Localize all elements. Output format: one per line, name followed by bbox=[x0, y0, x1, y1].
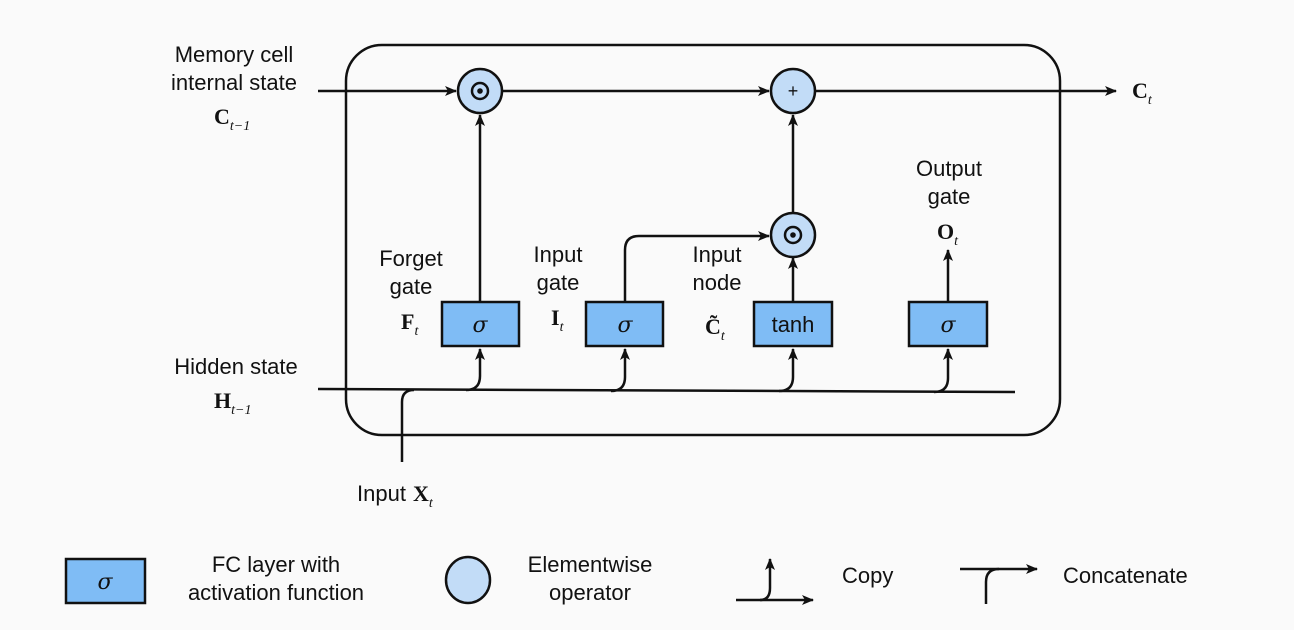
lstm-cell-frame bbox=[344, 43, 1062, 437]
hidden-state-label: Hidden state Ht−1 bbox=[174, 354, 298, 418]
input-multiply-operator bbox=[769, 211, 817, 259]
input-gate-fc: σ bbox=[584, 300, 665, 348]
input-gate-label: Input gate It bbox=[534, 242, 583, 335]
input-node-label: Input node C̃t bbox=[693, 242, 742, 344]
concatenate-branch-icon bbox=[984, 567, 1000, 604]
legend: σ FC layer with activation function Elem… bbox=[64, 552, 1188, 605]
fc-box-icon bbox=[64, 557, 147, 605]
legend-concat: Concatenate bbox=[960, 563, 1188, 604]
forget-gate-label: Forget gate Ft bbox=[379, 246, 443, 339]
label-line: Forget bbox=[379, 246, 443, 271]
hadamard-dot bbox=[790, 232, 796, 238]
copy-to-forget bbox=[465, 348, 485, 392]
fc-box bbox=[584, 300, 665, 348]
copy-to-input-node bbox=[778, 348, 798, 393]
copy-to-output bbox=[933, 348, 953, 394]
copy-branch-icon bbox=[759, 558, 775, 602]
legend-text: Concatenate bbox=[1063, 563, 1188, 588]
label-line: Input bbox=[534, 242, 583, 267]
legend-fc: σ FC layer with activation function bbox=[64, 552, 364, 605]
fc-box bbox=[752, 300, 834, 348]
hadamard-dot bbox=[477, 88, 483, 94]
fc-box bbox=[907, 300, 989, 348]
label-line: internal state bbox=[171, 70, 297, 95]
input-node-fc: tanh bbox=[752, 300, 834, 348]
symbol-o: Ot bbox=[937, 219, 959, 249]
symbol-c-t: Ct bbox=[1132, 78, 1153, 108]
operator-circle-icon bbox=[444, 555, 492, 605]
label-line: gate bbox=[390, 274, 433, 299]
symbol-h-prev: Ht−1 bbox=[214, 388, 251, 418]
legend-text: FC layer with bbox=[212, 552, 340, 577]
copy-to-input bbox=[610, 348, 630, 393]
input-concat-line bbox=[400, 388, 415, 462]
label-line: Output bbox=[916, 156, 982, 181]
sigma-icon: σ bbox=[940, 313, 956, 338]
output-label: Ct bbox=[1132, 78, 1153, 108]
legend-copy: Copy bbox=[736, 558, 893, 605]
forget-gate-fc: σ bbox=[440, 300, 521, 348]
tanh-label: tanh bbox=[772, 312, 815, 337]
hadamard-icon bbox=[783, 225, 803, 245]
plus-icon: + bbox=[788, 81, 799, 101]
label-line: Input bbox=[693, 242, 742, 267]
forget-multiply-operator bbox=[456, 67, 504, 115]
operator-circle bbox=[769, 67, 817, 115]
symbol-c-prev: Ct−1 bbox=[214, 104, 250, 134]
label-line: Memory cell bbox=[175, 42, 294, 67]
legend-text: Copy bbox=[842, 563, 893, 588]
hadamard-icon bbox=[470, 81, 490, 101]
input-gate-arrow bbox=[623, 231, 770, 301]
legend-text: activation function bbox=[188, 580, 364, 605]
symbol-i: It bbox=[551, 305, 565, 335]
legend-text: operator bbox=[549, 580, 631, 605]
label-line: gate bbox=[928, 184, 971, 209]
output-gate-label: Output gate Ot bbox=[916, 156, 982, 249]
symbol-c-tilde: C̃t bbox=[705, 314, 726, 344]
symbol-f: Ft bbox=[401, 309, 419, 339]
label-line: gate bbox=[537, 270, 580, 295]
fc-box bbox=[440, 300, 521, 348]
sigma-icon: σ bbox=[472, 313, 488, 338]
label-line: node bbox=[693, 270, 742, 295]
memory-cell-label: Memory cell internal state Ct−1 bbox=[171, 42, 297, 134]
sigma-icon: σ bbox=[617, 313, 633, 338]
output-gate-fc: σ bbox=[907, 300, 989, 348]
legend-text: Elementwise bbox=[528, 552, 653, 577]
legend-operator: Elementwise operator bbox=[444, 552, 653, 605]
sigma-icon: σ bbox=[97, 570, 113, 595]
hidden-state-line bbox=[317, 387, 1016, 394]
add-operator: + bbox=[769, 67, 817, 115]
label-line: Hidden state bbox=[174, 354, 298, 379]
